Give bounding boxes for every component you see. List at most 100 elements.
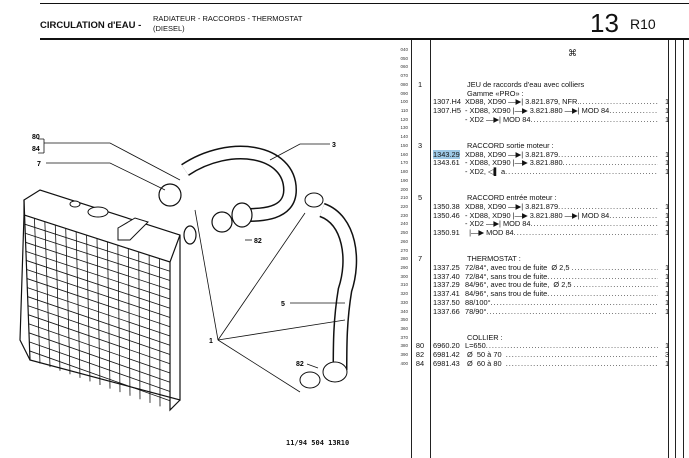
table-row: - XD2, ◁▌ a1: [410, 167, 672, 176]
line-number: 130: [400, 125, 408, 131]
radiator-cap: [69, 200, 149, 241]
line-number: 160: [400, 151, 408, 157]
quantity: 1: [664, 158, 670, 168]
dot-leader: [558, 202, 658, 211]
page-code: R10: [630, 16, 656, 32]
callout-82: 82: [296, 361, 304, 368]
dot-leader: [491, 298, 658, 307]
callout-84: 84: [32, 146, 40, 153]
grid-line: [26, 278, 171, 328]
section-subtitle: RADIATEUR - RACCORDS - THERMOSTAT(DIESEL…: [153, 14, 302, 33]
table-row: 5 RACCORD entrée moteur :: [410, 193, 672, 202]
line-number: 400: [400, 360, 408, 366]
callout-82: 82: [254, 238, 262, 245]
part-description: 84/96°, sans trou de fuite: [465, 289, 658, 298]
top-rule: [40, 3, 689, 4]
description-text: Ø 60 à 80: [465, 358, 506, 368]
table-row: 1350.91 |—▶ MOD 841: [410, 228, 672, 237]
quantity: 1: [664, 289, 670, 299]
part-description: 84/96°, avec trou de fuite, Ø 2,5: [465, 280, 658, 289]
quantity: 1: [664, 219, 670, 229]
quantity: 1: [664, 341, 670, 351]
line-number: 120: [400, 116, 408, 122]
description-text: 84/96°, avec trou de fuite, Ø 2,5: [465, 280, 574, 290]
table-row: COLLIER :: [410, 333, 672, 342]
grid-line: [27, 314, 171, 365]
description-text: XD88, XD90 —▶| 3.821.879: [465, 149, 559, 159]
dot-leader: [579, 97, 658, 106]
part-description: 72/84°, sans trou de fuite: [465, 272, 658, 281]
line-number: 100: [400, 99, 408, 105]
part-number: 1337.66: [433, 306, 460, 316]
grid-line: [25, 259, 171, 309]
dot-leader: [547, 272, 658, 281]
item-ref: 1: [417, 79, 423, 89]
column-divider: [675, 40, 676, 458]
line-number: 220: [400, 203, 408, 209]
description-text: - XD88, XD90 |—▶ 3.821.880 —▶| MOD 84: [465, 210, 610, 220]
item-ref: 5: [417, 193, 423, 203]
part-number: 1337.25: [433, 263, 460, 272]
part-number: 6960.20: [433, 341, 460, 351]
section-title: CIRCULATION d'EAU -: [40, 20, 142, 31]
part-number: 1307.H4: [433, 97, 461, 107]
dot-leader: [486, 341, 658, 350]
line-number: 070: [400, 73, 408, 79]
subtitle-line1: RADIATEUR - RACCORDS - THERMOSTAT: [153, 14, 303, 23]
description-text: L=650: [465, 341, 486, 351]
grid-line: [24, 232, 171, 281]
page-number: 13: [590, 8, 619, 38]
line-number: 180: [400, 169, 408, 175]
part-description: XD88, XD90 —▶| 3.821.879: [465, 202, 658, 211]
description-text: XD88, XD90 —▶| 3.821.879, NFR.: [465, 97, 580, 107]
line-number: 250: [400, 230, 408, 236]
line-number: 260: [400, 238, 408, 244]
line-number: 240: [400, 221, 408, 227]
part-number: 1337.29: [433, 280, 460, 290]
exploded-diagram: 80 84 7 3 82 5 1 82: [19, 134, 358, 412]
header-rule: [40, 38, 689, 40]
quantity: 1: [664, 149, 670, 159]
part-description: - XD2, ◁▌ a: [465, 167, 658, 176]
group-heading: Gamme «PRO» :: [467, 88, 524, 98]
line-number: 390: [400, 352, 408, 358]
table-row: 1337.29 84/96°, avec trou de fuite, Ø 2,5…: [410, 280, 672, 289]
table-row: 1343.29 XD88, XD90 —▶| 3.821.879 1: [410, 149, 672, 159]
line-number: 350: [400, 317, 408, 323]
part-description: - XD2 —▶| MOD 84: [465, 219, 658, 228]
part-number: 1350.46: [433, 210, 460, 220]
description-text: 84/96°, sans trou de fuite: [465, 289, 548, 299]
line-number: 320: [400, 291, 408, 297]
part-number: 1343.29: [433, 149, 460, 159]
part-number: 1350.91: [433, 228, 460, 238]
item-ref: 3: [417, 140, 423, 150]
item-ref: 84: [415, 358, 425, 368]
part-description: XD88, XD90 —▶| 3.821.879, NFR.: [465, 97, 658, 106]
part-number: 1307.H5: [433, 106, 461, 116]
part-description: Ø 50 à 70: [465, 350, 658, 359]
line-number: 330: [400, 299, 408, 305]
part-number: 1343.61: [433, 158, 460, 168]
callout-80: 80: [32, 134, 40, 141]
group-heading: RACCORD entrée moteur :: [467, 193, 557, 203]
grid-line: [28, 332, 171, 383]
part-number: 1350.38: [433, 201, 460, 211]
dot-leader: [563, 158, 658, 167]
line-number: 340: [400, 308, 408, 314]
grid-line: [25, 250, 171, 300]
line-number: 210: [400, 195, 408, 201]
line-number: 140: [400, 134, 408, 140]
grid-line: [25, 241, 171, 291]
part-description: Ø 60 à 80: [465, 359, 658, 368]
dot-leader: [574, 280, 658, 289]
part-description: - XD88, XD90 |—▶ 3.821.880 —▶| MOD 84: [465, 106, 658, 115]
line-number: 310: [400, 282, 408, 288]
quantity: 3: [664, 350, 670, 360]
quantity: 1: [664, 106, 670, 116]
